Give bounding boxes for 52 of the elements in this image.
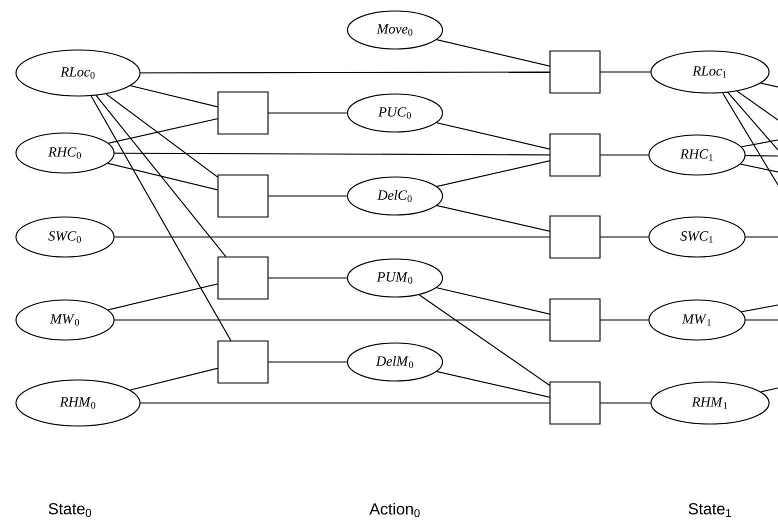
connector-line	[130, 85, 218, 108]
connector-line	[268, 112, 347, 114]
connector-line	[268, 195, 347, 197]
connector-line	[741, 139, 778, 148]
factor-box	[549, 50, 601, 94]
connector-line	[746, 236, 778, 238]
connector-line	[436, 122, 550, 150]
factor-box	[549, 215, 601, 259]
connector-line	[600, 154, 648, 156]
connector-line	[90, 96, 232, 341]
connector-line	[108, 283, 218, 310]
connector-line	[741, 304, 778, 312]
axis-label: Action$_{0}$	[369, 502, 420, 518]
connector-line	[436, 287, 550, 315]
connector-line	[108, 118, 218, 144]
connector-line	[760, 387, 778, 392]
axis-label: State$_{1}$	[688, 503, 731, 517]
connector-line	[114, 319, 550, 321]
connector-line	[600, 402, 650, 404]
connector-line	[736, 90, 778, 120]
connector-line	[740, 164, 778, 173]
connector-line	[268, 277, 347, 279]
axis-label: State$_{0}$	[48, 503, 92, 517]
connector-line	[600, 71, 650, 73]
connector-line	[114, 236, 550, 238]
connector-line	[140, 72, 550, 74]
connector-line	[436, 371, 550, 398]
connector-line	[728, 92, 778, 150]
connector-line	[436, 39, 550, 67]
factor-box	[549, 133, 601, 177]
connector-line	[600, 236, 648, 238]
connector-line	[436, 160, 550, 187]
connector-line	[418, 294, 550, 386]
connector-line	[140, 402, 550, 404]
connector-line	[114, 152, 550, 156]
factor-box	[217, 256, 269, 300]
connector-line	[268, 361, 347, 363]
factor-box	[217, 340, 269, 384]
factor-box	[217, 91, 269, 135]
connector-line	[96, 95, 226, 257]
connector-line	[106, 94, 218, 178]
connector-line	[722, 92, 778, 186]
connector-line	[746, 319, 778, 321]
factor-box	[217, 174, 269, 218]
connector-line	[760, 82, 778, 88]
connector-line	[436, 205, 550, 232]
connector-line	[746, 155, 778, 157]
factor-box	[549, 381, 601, 425]
connector-line	[600, 319, 648, 321]
connector-line	[130, 368, 218, 391]
factor-box	[549, 298, 601, 342]
connector-line	[108, 162, 218, 190]
